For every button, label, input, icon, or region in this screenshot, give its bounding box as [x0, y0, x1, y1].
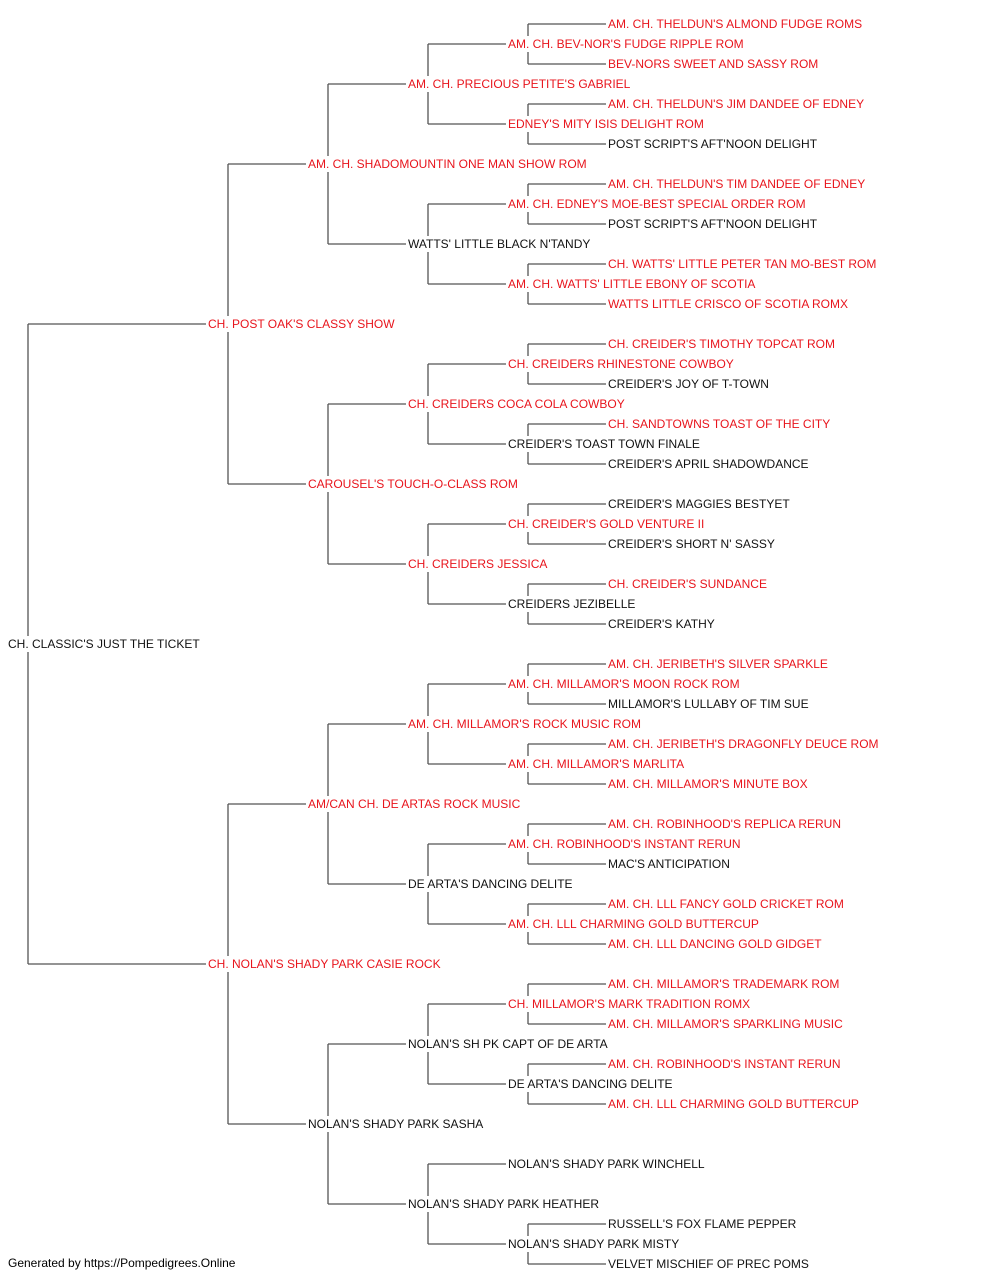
ancestor-name: CH. NOLAN'S SHADY PARK CASIE ROCK [208, 957, 441, 971]
ancestor-name: AM. CH. ROBINHOOD'S INSTANT RERUN [608, 1057, 841, 1071]
ancestor-name: DE ARTA'S DANCING DELITE [408, 877, 573, 891]
ancestor-name: AM. CH. LLL CHARMING GOLD BUTTERCUP [608, 1097, 859, 1111]
ancestor-name: AM. CH. MILLAMOR'S ROCK MUSIC ROM [408, 717, 641, 731]
ancestor-name: CREIDERS JEZIBELLE [508, 597, 635, 611]
ancestor-name: AM. CH. BEV-NOR'S FUDGE RIPPLE ROM [508, 37, 744, 51]
ancestor-name: CH. CREIDER'S GOLD VENTURE II [508, 517, 704, 531]
ancestor-name: AM. CH. LLL FANCY GOLD CRICKET ROM [608, 897, 844, 911]
ancestor-name: AM/CAN CH. DE ARTAS ROCK MUSIC [308, 797, 521, 811]
ancestor-name: POST SCRIPT'S AFT'NOON DELIGHT [608, 137, 818, 151]
ancestor-name: CH. CREIDER'S SUNDANCE [608, 577, 767, 591]
ancestor-name: CH. CREIDERS COCA COLA COWBOY [408, 397, 625, 411]
ancestor-name: MAC'S ANTICIPATION [608, 857, 730, 871]
ancestor-name: CREIDER'S TOAST TOWN FINALE [508, 437, 700, 451]
ancestor-name: CH. WATTS' LITTLE PETER TAN MO-BEST ROM [608, 257, 876, 271]
ancestor-name: VELVET MISCHIEF OF PREC POMS [608, 1257, 809, 1271]
ancestor-name: AM. CH. SHADOMOUNTIN ONE MAN SHOW ROM [308, 157, 587, 171]
ancestor-name: AM. CH. JERIBETH'S DRAGONFLY DEUCE ROM [608, 737, 879, 751]
ancestor-name: NOLAN'S SH PK CAPT OF DE ARTA [408, 1037, 608, 1051]
ancestor-name: WATTS' LITTLE BLACK N'TANDY [408, 237, 590, 251]
ancestor-name: CREIDER'S JOY OF T-TOWN [608, 377, 769, 391]
ancestor-name: NOLAN'S SHADY PARK WINCHELL [508, 1157, 705, 1171]
ancestor-name: AM. CH. MILLAMOR'S MOON ROCK ROM [508, 677, 740, 691]
ancestor-name: CREIDER'S MAGGIES BESTYET [608, 497, 790, 511]
ancestor-name: AM. CH. THELDUN'S JIM DANDEE OF EDNEY [608, 97, 864, 111]
ancestor-name: AM. CH. MILLAMOR'S SPARKLING MUSIC [608, 1017, 843, 1031]
ancestor-name: CREIDER'S KATHY [608, 617, 715, 631]
ancestor-name: CH. CREIDER'S TIMOTHY TOPCAT ROM [608, 337, 835, 351]
ancestor-name: AM. CH. MILLAMOR'S MARLITA [508, 757, 684, 771]
ancestor-name: EDNEY'S MITY ISIS DELIGHT ROM [508, 117, 704, 131]
footer-credit: Generated by https://Pompedigrees.Online [8, 1256, 236, 1270]
ancestor-name: BEV-NORS SWEET AND SASSY ROM [608, 57, 818, 71]
ancestor-name: CH. MILLAMOR'S MARK TRADITION ROMX [508, 997, 750, 1011]
ancestor-name: AM. CH. WATTS' LITTLE EBONY OF SCOTIA [508, 277, 755, 291]
subject-name: CH. CLASSIC'S JUST THE TICKET [8, 637, 200, 651]
ancestor-name: AM. CH. MILLAMOR'S TRADEMARK ROM [608, 977, 839, 991]
ancestor-name: MILLAMOR'S LULLABY OF TIM SUE [608, 697, 809, 711]
ancestor-name: NOLAN'S SHADY PARK HEATHER [408, 1197, 599, 1211]
ancestor-name: NOLAN'S SHADY PARK MISTY [508, 1237, 679, 1251]
ancestor-name: AM. CH. LLL DANCING GOLD GIDGET [608, 937, 822, 951]
ancestor-name: AM. CH. MILLAMOR'S MINUTE BOX [608, 777, 808, 791]
ancestor-name: WATTS LITTLE CRISCO OF SCOTIA ROMX [608, 297, 848, 311]
ancestor-name: CREIDER'S SHORT N' SASSY [608, 537, 775, 551]
ancestor-name: RUSSELL'S FOX FLAME PEPPER [608, 1217, 797, 1231]
ancestor-name: CH. CREIDERS JESSICA [408, 557, 547, 571]
ancestor-name: CH. CREIDERS RHINESTONE COWBOY [508, 357, 734, 371]
ancestor-name: AM. CH. ROBINHOOD'S REPLICA RERUN [608, 817, 841, 831]
ancestor-name: AM. CH. ROBINHOOD'S INSTANT RERUN [508, 837, 741, 851]
ancestor-name: CREIDER'S APRIL SHADOWDANCE [608, 457, 809, 471]
ancestor-name: AM. CH. THELDUN'S TIM DANDEE OF EDNEY [608, 177, 865, 191]
ancestor-name: AM. CH. THELDUN'S ALMOND FUDGE ROMS [608, 17, 862, 31]
ancestor-name: AM. CH. LLL CHARMING GOLD BUTTERCUP [508, 917, 759, 931]
ancestor-name: CAROUSEL'S TOUCH-O-CLASS ROM [308, 477, 518, 491]
ancestor-name: NOLAN'S SHADY PARK SASHA [308, 1117, 483, 1131]
ancestor-name: AM. CH. EDNEY'S MOE-BEST SPECIAL ORDER R… [508, 197, 806, 211]
ancestor-name: CH. POST OAK'S CLASSY SHOW [208, 317, 395, 331]
ancestor-name: AM. CH. JERIBETH'S SILVER SPARKLE [608, 657, 828, 671]
ancestor-name: AM. CH. PRECIOUS PETITE'S GABRIEL [408, 77, 631, 91]
ancestor-name: DE ARTA'S DANCING DELITE [508, 1077, 673, 1091]
ancestor-name: CH. SANDTOWNS TOAST OF THE CITY [608, 417, 830, 431]
ancestor-name: POST SCRIPT'S AFT'NOON DELIGHT [608, 217, 818, 231]
